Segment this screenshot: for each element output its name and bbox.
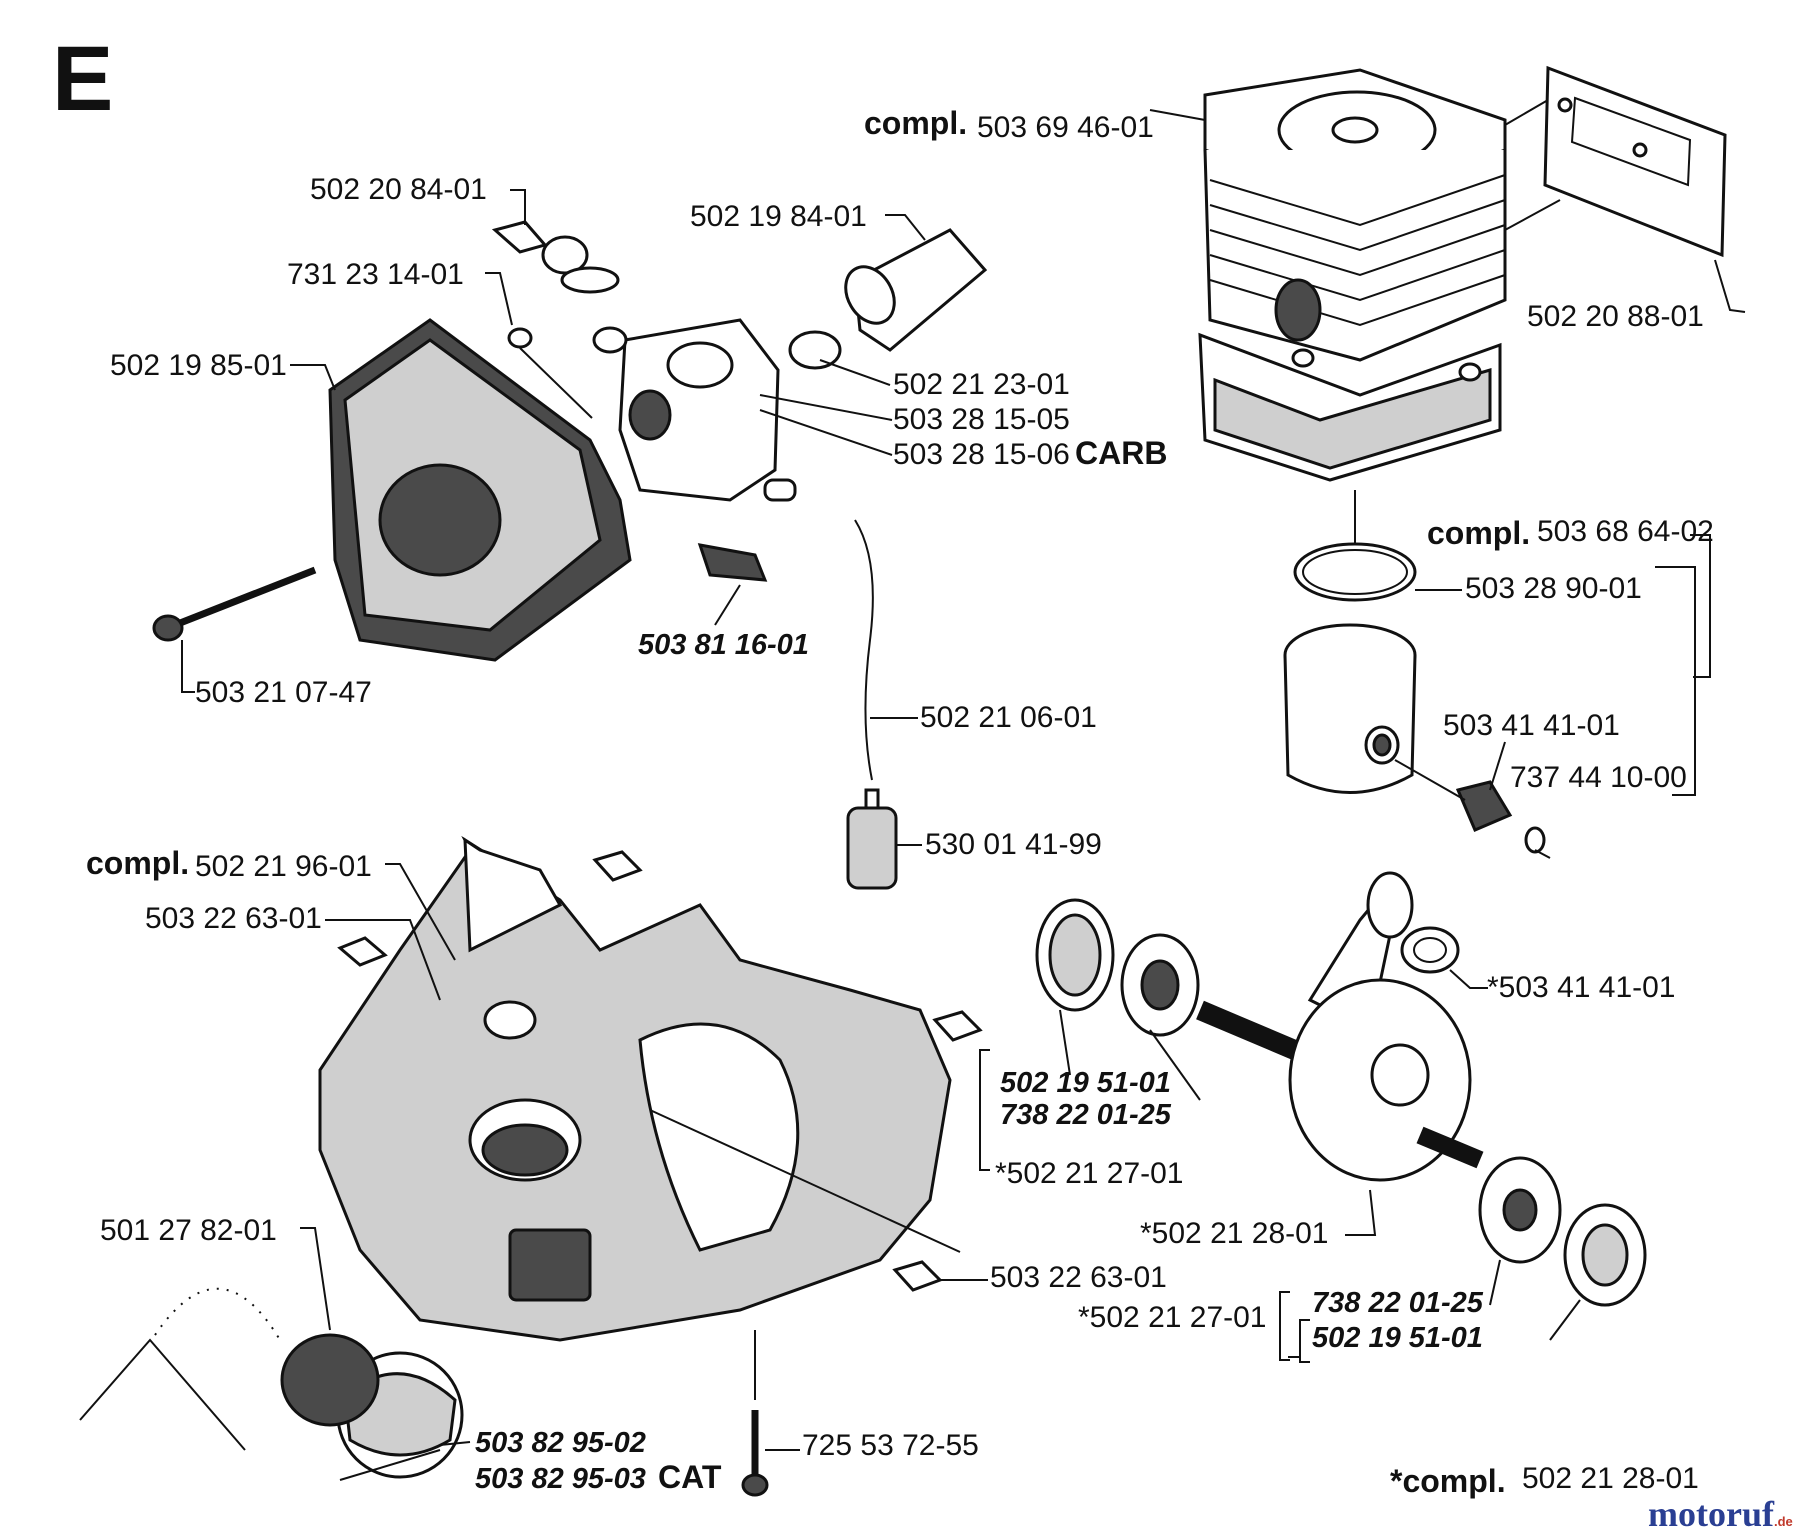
label-502-19-51-01-a: 502 19 51-01: [1000, 1067, 1171, 1099]
label-star-compl-prefix: *compl.: [1390, 1463, 1506, 1499]
label-501-27-82-01: 501 27 82-01: [100, 1214, 277, 1247]
piston-ring-drawing: [1293, 542, 1417, 602]
choke-lever-drawing: [491, 220, 620, 294]
label-503-41-41-01: 503 41 41-01: [1443, 709, 1620, 742]
nut-plate-drawing: [337, 850, 983, 1292]
label-731-23-14-01: 731 23 14-01: [287, 258, 464, 291]
label-503-28-15-05: 503 28 15-05: [893, 403, 1070, 436]
fuel-cap-drawing: [79, 1287, 464, 1479]
label-503-41-41-01-star: *503 41 41-01: [1487, 971, 1676, 1004]
label-737-44-10-00: 737 44 10-00: [1510, 761, 1687, 794]
label-502-21-28-01-b: 502 21 28-01: [1522, 1462, 1699, 1495]
seal-and-bearing-right-drawing: [1478, 1156, 1647, 1307]
clip-drawing: [697, 543, 768, 582]
label-502-19-85-01: 502 19 85-01: [110, 349, 287, 382]
nut-drawing: [507, 327, 533, 349]
label-502-21-06-01: 502 21 06-01: [920, 701, 1097, 734]
intake-boot-drawing: [788, 228, 988, 370]
label-503-69-46-01: 503 69 46-01: [977, 111, 1154, 144]
cylinder-drawing: [1198, 68, 1507, 482]
fuel-hose-drawing: [854, 519, 874, 781]
crankcase-drawing: [318, 835, 952, 1342]
label-piston-compl-prefix: compl.: [1427, 515, 1530, 551]
label-502-21-27-01-a: *502 21 27-01: [995, 1157, 1184, 1190]
label-502-21-27-01-b: *502 21 27-01: [1078, 1301, 1267, 1334]
bottom-screw-drawing: [741, 1410, 769, 1497]
label-503-68-64-02: 503 68 64-02: [1537, 515, 1714, 548]
section-letter: E: [52, 28, 113, 130]
needle-bearing-drawing: [1400, 926, 1460, 974]
label-cylinder-compl-prefix: compl.: [864, 105, 967, 141]
label-502-19-84-01: 502 19 84-01: [690, 200, 867, 233]
label-503-28-90-01: 503 28 90-01: [1465, 572, 1642, 605]
label-530-01-41-99: 530 01 41-99: [925, 828, 1102, 861]
label-503-21-07-47: 503 21 07-47: [195, 676, 372, 709]
label-502-19-51-01-b: 502 19 51-01: [1312, 1322, 1483, 1354]
label-503-22-63-01-b: 503 22 63-01: [990, 1261, 1167, 1294]
label-738-22-01-25-b: 738 22 01-25: [1312, 1287, 1484, 1319]
label-738-22-01-25-a: 738 22 01-25: [1000, 1099, 1172, 1131]
exhaust-gasket-drawing: [1543, 65, 1727, 258]
label-crankcase-compl-prefix: compl.: [86, 845, 189, 881]
label-503-81-16-01: 503 81 16-01: [638, 629, 809, 661]
label-502-21-96-01: 502 21 96-01: [195, 850, 372, 883]
label-cat-suffix: CAT: [658, 1459, 722, 1495]
seal-and-bearing-left-drawing: [1035, 898, 1200, 1037]
label-502-20-88-01: 502 20 88-01: [1527, 300, 1704, 333]
label-503-28-15-06: 503 28 15-06: [893, 438, 1070, 471]
brand-watermark: motoruf.de: [1648, 1494, 1793, 1534]
label-502-21-28-01-a: *502 21 28-01: [1140, 1217, 1329, 1250]
piston-drawing: [1283, 623, 1546, 854]
label-503-22-63-01-a: 503 22 63-01: [145, 902, 322, 935]
screw-drawing: [152, 566, 317, 642]
label-725-53-72-55: 725 53 72-55: [802, 1429, 979, 1462]
label-carb-suffix: CARB: [1075, 435, 1167, 471]
label-503-82-95-03: 503 82 95-03: [475, 1463, 646, 1495]
label-503-82-95-02: 503 82 95-02: [475, 1427, 646, 1459]
air-filter-drawing: [328, 318, 632, 662]
label-502-20-84-01: 502 20 84-01: [310, 173, 487, 206]
crankshaft-drawing: [1196, 871, 1484, 1182]
fuel-filter-drawing: [846, 788, 898, 890]
carburetor-drawing: [592, 318, 797, 502]
label-502-21-23-01: 502 21 23-01: [893, 368, 1070, 401]
